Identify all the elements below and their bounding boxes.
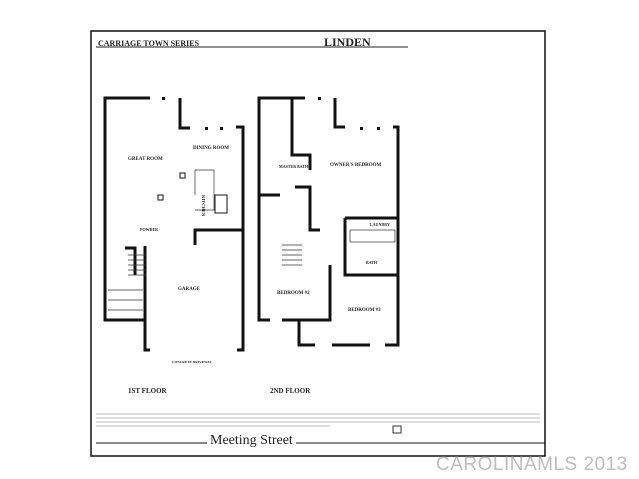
first-floor-title: 1ST FLOOR — [128, 387, 168, 395]
dining-room-label: DINING ROOM — [193, 146, 229, 151]
bedroom2-label: BEDROOM #2 — [277, 291, 310, 296]
equal-housing-icon — [392, 425, 402, 434]
powder-label: POWDER — [140, 227, 158, 232]
driveway-label: CONCRETE DRIVEWAY — [172, 360, 212, 364]
plan-frame — [90, 30, 546, 457]
great-room-label: GREAT ROOM — [128, 157, 163, 162]
series-title: CARRIAGE TOWN SERIES — [98, 39, 200, 48]
second-floor-title: 2ND FLOOR — [270, 387, 311, 395]
bedroom3-label: BEDROOM #3 — [348, 308, 381, 313]
disclaimer-lines — [96, 413, 540, 427]
first-floor-stairs — [108, 169, 215, 311]
second-floor-columns — [318, 97, 380, 130]
garage-label: GARAGE — [178, 287, 201, 292]
kitchen-label: KITCHEN — [201, 195, 206, 217]
first-floor-columns — [157, 97, 223, 201]
watermark: CAROLINAMLS 2013 — [436, 454, 628, 475]
second-floor-walls — [257, 96, 400, 347]
first-floor-walls — [103, 96, 245, 352]
brand-logo: Meeting Street — [210, 433, 293, 448]
owners-bedroom-label: OWNER'S BEDROOM — [330, 163, 382, 168]
second-floor-stairs — [282, 229, 396, 266]
bath-label: BATH — [366, 260, 378, 265]
model-name: LINDEN — [324, 35, 371, 49]
master-bath-label: MASTER BATH — [279, 164, 309, 169]
laundry-label: LAUNDRY — [370, 222, 390, 227]
